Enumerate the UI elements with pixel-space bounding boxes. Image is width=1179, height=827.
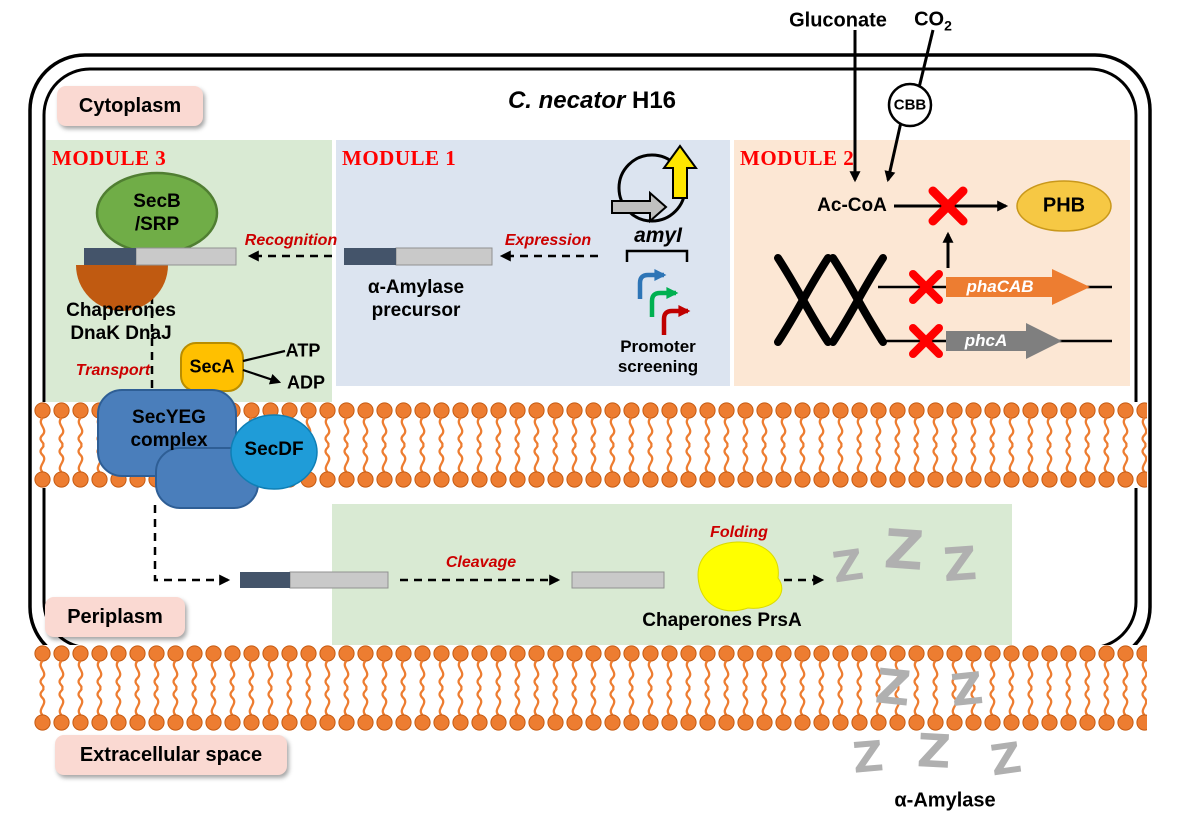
amyi-gene-label: amyI [634, 224, 682, 247]
prsa-chaperone-shape [697, 541, 783, 612]
chaperones-dnak-label: Chaperones DnaK DnaJ [66, 299, 176, 345]
plasmid-promoter-arrow [611, 190, 668, 224]
secdf-label: SecDF [244, 439, 304, 460]
mature-protein-bar [571, 571, 665, 589]
cleavage-label: Cleavage [445, 554, 517, 571]
promoter-arrow-blue [637, 269, 667, 299]
module1-label: MODULE 1 [342, 146, 457, 170]
periplasm-badge: Periplasm [45, 597, 185, 637]
chaperone-dnak-shape [76, 265, 168, 311]
promoter-bracket [625, 249, 689, 262]
phcA-gene-arrow-shape [946, 323, 1062, 359]
chaperones-line2: DnaK DnaJ [70, 323, 172, 344]
phb-label: PHB [1042, 194, 1086, 217]
co2-label: CO2 [914, 9, 952, 34]
recognition-label: Recognition [244, 232, 338, 249]
secdf-shape [230, 414, 318, 490]
adp-label: ADP [286, 372, 326, 393]
knockout-x-phca [909, 324, 943, 358]
phaCAB-gene-arrow-shape [946, 269, 1090, 305]
cbb-cycle-circle [887, 82, 933, 128]
promoter-screening-label: Promoter screening [618, 337, 698, 377]
promoter-arrow-red [661, 305, 691, 335]
accoa-label: Ac-CoA [817, 195, 887, 216]
knockout-x-phacab [909, 270, 943, 304]
chaperones-prsa-label: Chaperones PrsA [642, 610, 802, 631]
title-species: C. necator [507, 87, 626, 114]
secreted-amylase-label: α-Amylase [894, 789, 996, 812]
seca-label: SecA [189, 356, 235, 377]
cytoplasm-badge: Cytoplasm [57, 86, 203, 126]
atp-adp-arrows [242, 349, 286, 385]
promoter-line1: Promoter [620, 337, 696, 356]
co2-base: CO [914, 8, 945, 31]
expression-label: Expression [504, 232, 592, 249]
precursor-bar-cytoplasm [84, 247, 237, 266]
amylase-z-glyph: Z [948, 662, 986, 718]
amylase-z-glyph: Z [915, 723, 953, 779]
plasmid-insert-arrow [662, 144, 698, 199]
promoter-option-arrows [637, 269, 691, 335]
transport-dashed-lower [153, 505, 231, 586]
amylase-z-glyph: Z [941, 535, 979, 593]
secyeg-label: SecYEG complex [130, 406, 207, 452]
precursor-bar-periplasm [240, 571, 389, 589]
module3-label: MODULE 3 [52, 146, 167, 170]
periplasm-panel [332, 504, 1012, 645]
dna-helix [774, 254, 887, 346]
phacab-label: phaCAB [966, 277, 1034, 296]
atp-label: ATP [285, 340, 321, 361]
outer-membrane [33, 645, 1147, 731]
precursor-bar-module1 [344, 247, 493, 266]
cbb-label: CBB [893, 96, 927, 114]
phb-shape [1016, 180, 1112, 232]
secyeg-line1: SecYEG [132, 407, 206, 428]
transport-label: Transport [75, 362, 151, 379]
co2-subscript: 2 [944, 17, 952, 34]
secyeg-line2: complex [130, 430, 208, 451]
knockout-x-phb [928, 186, 968, 226]
figure-title: C. necator H16 [508, 87, 676, 115]
amylase-z-glyph: Z [850, 731, 886, 783]
amylase-z-glyph: Z [872, 658, 914, 718]
precursor-line2: precursor [371, 300, 461, 321]
extracellular-badge: Extracellular space [55, 735, 287, 775]
amylase-precursor-label: α-Amylase precursor [368, 276, 464, 322]
precursor-line1: α-Amylase [367, 277, 465, 298]
promoter-line2: screening [617, 357, 699, 376]
gluconate-label: Gluconate [789, 9, 887, 32]
title-strain: H16 [625, 87, 677, 114]
module2-label: MODULE 2 [740, 146, 855, 170]
secb-line1: SecB [133, 191, 181, 212]
secb-line2: /SRP [134, 214, 180, 235]
amylase-z-glyph: Z [882, 517, 926, 583]
phca-label: phcA [964, 331, 1008, 350]
folding-label: Folding [710, 524, 768, 541]
promoter-arrow-green [649, 287, 679, 317]
chaperones-line1: Chaperones [66, 300, 176, 321]
secb-srp-label: SecB /SRP [133, 190, 181, 236]
